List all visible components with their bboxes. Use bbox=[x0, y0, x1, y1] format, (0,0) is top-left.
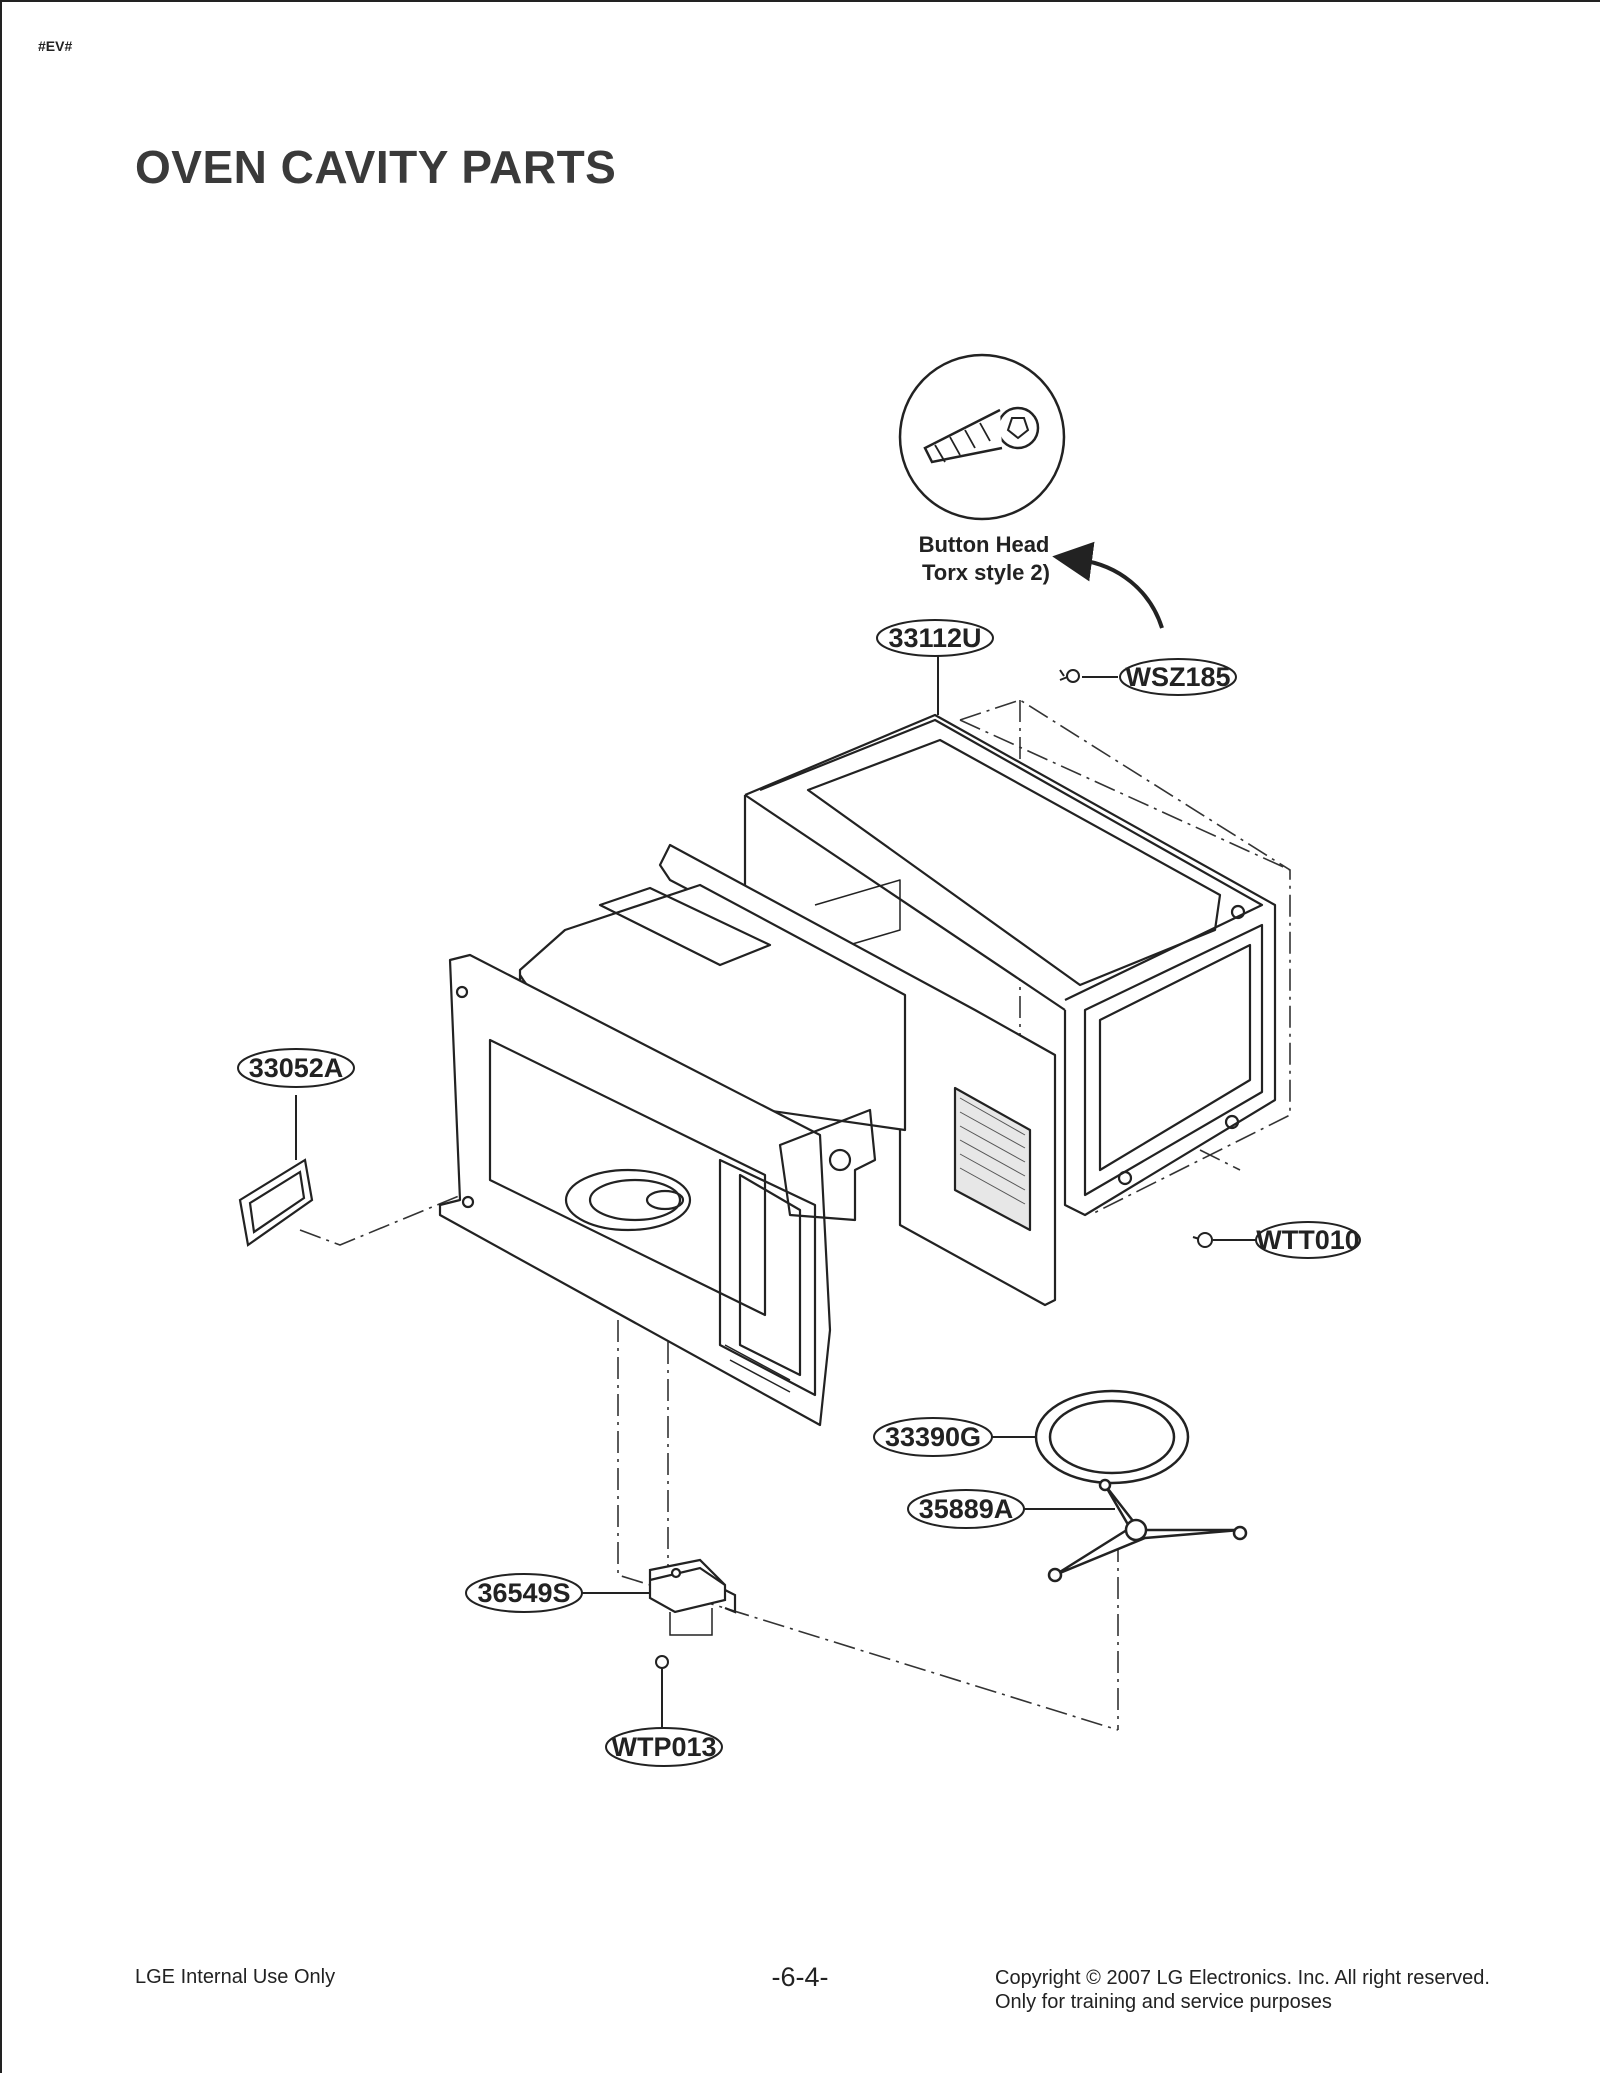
callout-WTT010: WTT010 bbox=[1255, 1221, 1361, 1259]
callout-33052A: 33052A bbox=[237, 1048, 355, 1088]
callout-33112U: 33112U bbox=[876, 619, 994, 657]
callout-35889A: 35889A bbox=[907, 1489, 1025, 1529]
note-line-1: Button Head bbox=[919, 532, 1050, 557]
torx-screw-detail bbox=[898, 353, 1066, 521]
turntable-motor-part bbox=[648, 1558, 737, 1636]
callout-WSZ185: WSZ185 bbox=[1119, 658, 1237, 696]
copyright-line-1: Copyright © 2007 LG Electronics. Inc. Al… bbox=[995, 1967, 1490, 1989]
inner-cavity-assembly bbox=[438, 843, 1057, 1427]
screw-type-note: Button Head Torx style 2) bbox=[919, 532, 1050, 585]
glass-tray-part bbox=[1034, 1389, 1190, 1485]
small-screw-icons bbox=[655, 669, 1213, 1695]
footer-internal-use: LGE Internal Use Only bbox=[135, 1966, 336, 1988]
callout-36549S: 36549S bbox=[465, 1573, 583, 1613]
document-code: #EV# bbox=[38, 38, 73, 54]
callout-WTT010-label: WTT010 bbox=[1256, 1225, 1360, 1255]
callout-35889A-label: 35889A bbox=[919, 1494, 1014, 1524]
detail-arrow bbox=[1052, 541, 1164, 629]
callout-33390G: 33390G bbox=[873, 1417, 993, 1457]
callout-33390G-label: 33390G bbox=[885, 1422, 981, 1452]
page-title: OVEN CAVITY PARTS bbox=[135, 141, 617, 193]
callout-36549S-label: 36549S bbox=[477, 1578, 570, 1608]
callout-WTP013-label: WTP013 bbox=[611, 1732, 716, 1762]
outer-cabinet bbox=[743, 713, 1277, 1217]
footer-copyright: Copyright © 2007 LG Electronics. Inc. Al… bbox=[995, 1966, 1490, 2014]
note-line-2: Torx style 2) bbox=[922, 560, 1050, 585]
callout-33052A-label: 33052A bbox=[249, 1053, 344, 1083]
copyright-line-2: Only for training and service purposes bbox=[995, 1991, 1332, 2013]
roller-ring-part bbox=[1047, 1478, 1248, 1583]
page-number: -6-4- bbox=[771, 1962, 829, 1992]
callout-33112U-label: 33112U bbox=[888, 623, 981, 653]
lamp-cover-part bbox=[238, 1158, 314, 1247]
callout-WSZ185-label: WSZ185 bbox=[1125, 662, 1230, 692]
callout-WTP013: WTP013 bbox=[605, 1727, 723, 1767]
callout-leader-lines bbox=[295, 653, 1258, 1728]
